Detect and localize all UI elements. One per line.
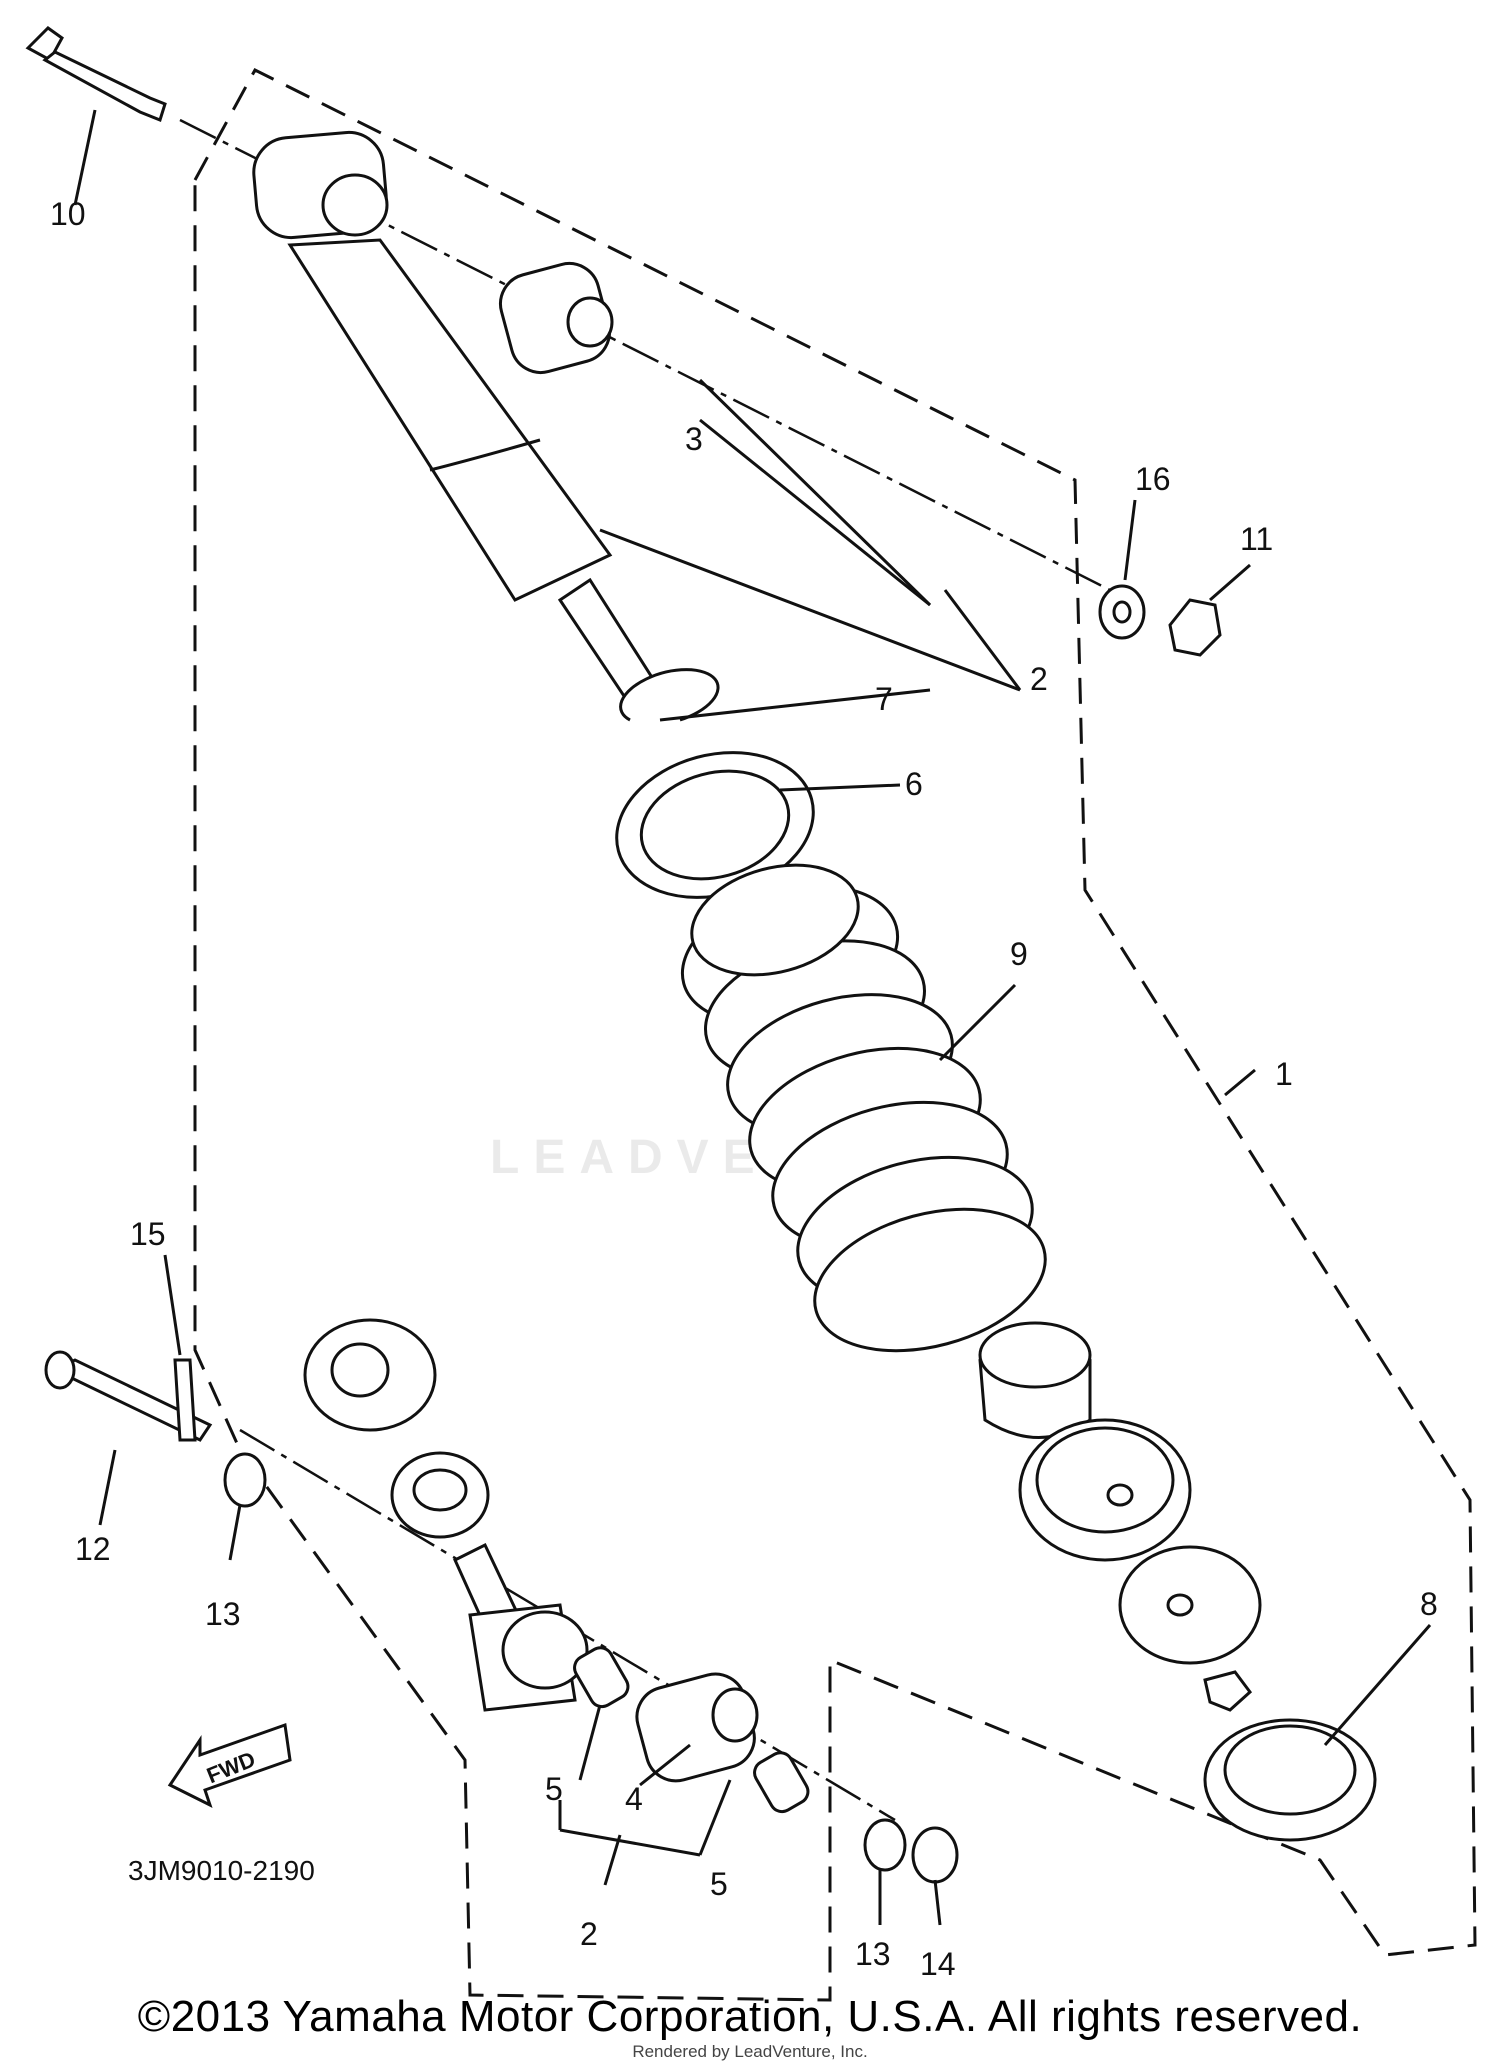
callout-10: 10: [50, 196, 86, 232]
nut-small-icon: [1203, 1670, 1253, 1712]
washer-lower-icon: [863, 1818, 959, 1884]
bump-stop-icon: [978, 1321, 1092, 1439]
callout-5-right: 5: [710, 1866, 728, 1902]
shock-absorber-icon: [252, 130, 663, 707]
callout-16: 16: [1135, 461, 1171, 497]
part-code: 3JM9010-2190: [128, 1855, 315, 1886]
spring-guide-icon: [1203, 1718, 1377, 1842]
callout-6: 6: [905, 766, 923, 802]
assembly-outline: [193, 68, 1477, 2002]
callout-2-bottom: 2: [580, 1916, 598, 1952]
callout-13-left: 13: [205, 1596, 241, 1632]
nut-icon: [1168, 598, 1222, 657]
pin-icon: [44, 1350, 213, 1442]
washer-icon: [1098, 584, 1146, 640]
callout-3: 3: [685, 421, 703, 457]
washer-left-icon: [223, 1452, 267, 1508]
callout-13-right: 13: [855, 1936, 891, 1972]
callout-4: 4: [625, 1781, 643, 1817]
callout-11: 11: [1240, 521, 1273, 557]
collar-icon: [573, 1646, 810, 1814]
callouts: 10 3 16 11 2 7 6 9 1 15 12 13 8 5 4 5 2 …: [50, 196, 1438, 1982]
callout-15: 15: [130, 1216, 166, 1252]
callout-1: 1: [1275, 1056, 1293, 1092]
callout-7: 7: [875, 681, 893, 717]
callout-14: 14: [920, 1946, 956, 1982]
clevis-icon: [453, 1542, 589, 1712]
copyright-text: ©2013 Yamaha Motor Corporation, U.S.A. A…: [137, 1992, 1363, 2041]
callout-8: 8: [1420, 1586, 1438, 1622]
callout-9: 9: [1010, 936, 1028, 972]
cotter-pin-icon: [173, 1358, 197, 1442]
locknut-icon: [390, 1451, 490, 1539]
callout-5-left: 5: [545, 1771, 563, 1807]
adjuster-icon: [303, 1318, 437, 1432]
washer-plate-icon: [1118, 1545, 1262, 1665]
circlip-icon: [619, 668, 720, 722]
bolt-top-icon: [25, 26, 167, 122]
cup-icon: [1018, 1418, 1192, 1562]
callout-12: 12: [75, 1531, 111, 1567]
spring-icon: [680, 863, 1047, 1353]
fwd-arrow-icon: [167, 1722, 292, 1808]
rendered-by-text: Rendered by LeadVenture, Inc.: [632, 2042, 868, 2061]
leader-lines: [73, 109, 1432, 1926]
bushing-icon: [635, 1672, 759, 1783]
callout-2-top: 2: [1030, 661, 1048, 697]
